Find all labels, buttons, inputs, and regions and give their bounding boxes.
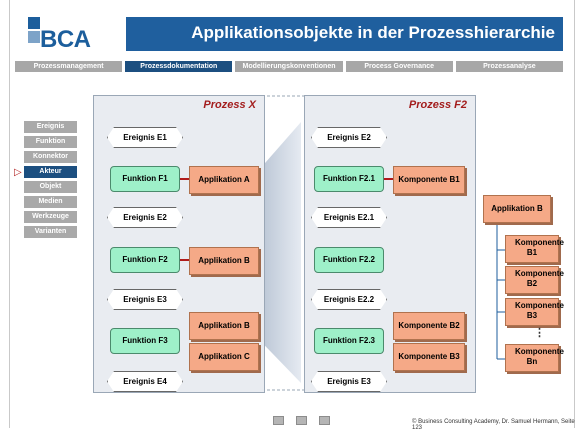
logo-square-icon	[28, 17, 40, 29]
tab-prozessanalyse[interactable]: Prozessanalyse	[455, 61, 564, 72]
ellipsis-marker: ⋮	[534, 327, 545, 339]
event-node: Ereignis E4	[107, 371, 183, 392]
side-nav: ▷ Ereignis Funktion Konnektor Akteur Obj…	[14, 121, 77, 241]
connector-line	[180, 259, 189, 261]
sidebar-item-konnektor[interactable]: Konnektor	[24, 151, 77, 163]
function-node: Funktion F2.2	[314, 247, 384, 273]
next-page-button[interactable]	[319, 416, 330, 425]
bca-logo: BCA	[28, 17, 108, 53]
title-bar: Applikationsobjekte in der Prozesshierar…	[126, 17, 563, 51]
sidebar-item-funktion[interactable]: Funktion	[24, 136, 77, 148]
component-node: Komponente B1	[505, 235, 564, 263]
application-object: Applikation B	[189, 247, 259, 275]
page-title: Applikationsobjekte in der Prozesshierar…	[191, 23, 555, 42]
prev-page-button[interactable]	[273, 416, 284, 425]
logo-square-icon	[28, 31, 40, 43]
function-node: Funktion F2.3	[314, 328, 384, 354]
event-node: Ereignis E2	[311, 127, 387, 148]
component-label: Komponente B3	[515, 301, 564, 320]
application-object: Applikation B	[189, 312, 259, 340]
logo-text: BCA	[40, 26, 91, 53]
active-pointer-icon: ▷	[14, 167, 22, 178]
component-object: Komponente B3	[393, 343, 465, 371]
application-object: Applikation A	[189, 166, 259, 194]
sidebar-item-varianten[interactable]: Varianten	[24, 226, 77, 238]
function-node: Funktion F2	[110, 247, 180, 273]
component-label: Komponente Bn	[515, 347, 564, 366]
function-node: Funktion F3	[110, 328, 180, 354]
component-label: Komponente B1	[515, 238, 564, 257]
menu-page-button[interactable]	[296, 416, 307, 425]
event-node: Ereignis E3	[311, 371, 387, 392]
footer-text: © Business Consulting Academy, Dr. Samue…	[412, 419, 575, 431]
tab-prozessdokumentation[interactable]: Prozessdokumentation	[125, 61, 233, 72]
sidebar-item-werkzeuge[interactable]: Werkzeuge	[24, 211, 77, 223]
tab-prozessmanagement[interactable]: Prozessmanagement	[15, 61, 123, 72]
application-object: Applikation C	[189, 343, 259, 371]
tab-process-governance[interactable]: Process Governance	[345, 61, 453, 72]
component-node: Komponente Bn	[505, 344, 564, 372]
sidebar-item-objekt[interactable]: Objekt	[24, 181, 77, 193]
application-b-root: Applikation B	[483, 195, 551, 223]
event-node: Ereignis E3	[107, 289, 183, 310]
sidebar-item-akteur[interactable]: Akteur	[24, 166, 77, 178]
event-node: Ereignis E2.2	[311, 289, 387, 310]
top-nav: Prozessmanagement Prozessdokumentation M…	[15, 61, 564, 72]
sidebar-item-medien[interactable]: Medien	[24, 196, 77, 208]
panel-title: Prozess F2	[408, 99, 467, 111]
connector-line	[384, 178, 393, 180]
event-node: Ereignis E1	[107, 127, 183, 148]
panel-title: Prozess X	[203, 99, 256, 111]
event-node: Ereignis E2.1	[311, 207, 387, 228]
connector-line	[180, 178, 189, 180]
component-label: Komponente B2	[515, 269, 564, 288]
function-node: Funktion F1	[110, 166, 180, 192]
component-node: Komponente B2	[505, 266, 564, 294]
function-node: Funktion F2.1	[314, 166, 384, 192]
tab-modellierungskonventionen[interactable]: Modellierungskonventionen	[235, 61, 343, 72]
event-node: Ereignis E2	[107, 207, 183, 228]
component-node: Komponente B3	[505, 298, 564, 326]
component-object: Komponente B2	[393, 312, 465, 340]
sidebar-item-ereignis[interactable]: Ereignis	[24, 121, 77, 133]
component-object: Komponente B1	[393, 166, 465, 194]
